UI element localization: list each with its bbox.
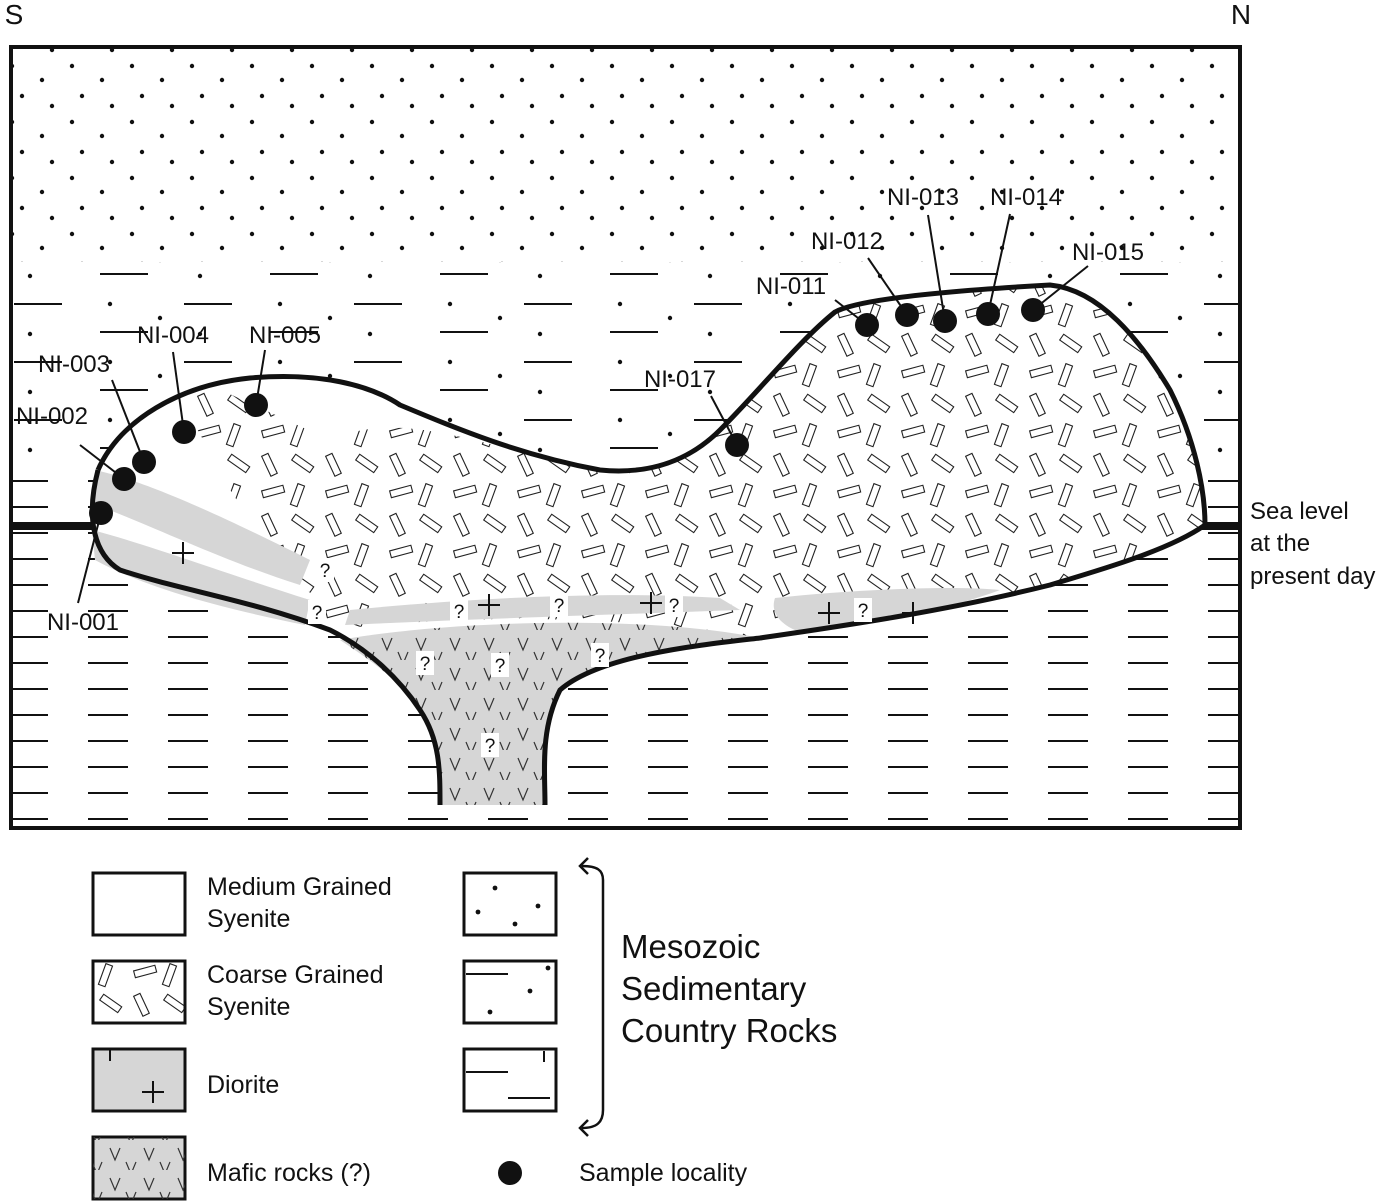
svg-text:Mesozoic: Mesozoic (621, 928, 760, 965)
svg-text:NI-017: NI-017 (644, 366, 716, 393)
question-mark: ? (481, 733, 499, 757)
legend: Medium Grained Syenite Coarse Grained Sy… (91, 857, 837, 1201)
sample-localities: NI-001 NI-002 NI-003 NI-004 NI-005 NI-01… (16, 184, 1144, 636)
question-mark: ? (491, 653, 509, 677)
sample-ni-001: NI-001 (47, 501, 119, 636)
svg-text:?: ? (312, 603, 323, 624)
svg-text:?: ? (495, 656, 506, 677)
svg-text:present day: present day (1250, 563, 1375, 590)
svg-text:Mafic rocks (?): Mafic rocks (?) (207, 1159, 371, 1187)
svg-text:?: ? (595, 646, 606, 667)
question-mark: ? (308, 600, 326, 624)
question-mark: ? (450, 599, 468, 623)
svg-text:Medium Grained: Medium Grained (207, 873, 392, 901)
svg-text:Sample locality: Sample locality (579, 1159, 748, 1187)
legend-medium-syenite: Medium Grained Syenite (91, 871, 392, 937)
legend-sample-locality: Sample locality (498, 1159, 748, 1187)
svg-text:Coarse Grained: Coarse Grained (207, 961, 383, 989)
svg-text:NI-004: NI-004 (137, 322, 209, 349)
sample-ni-013: NI-013 (887, 184, 959, 333)
question-mark: ? (665, 593, 683, 617)
question-mark: ? (316, 558, 334, 582)
sample-ni-004: NI-004 (137, 322, 209, 444)
intrusion-body (89, 282, 1208, 806)
svg-text:?: ? (669, 596, 680, 617)
sample-ni-002: NI-002 (16, 403, 136, 491)
svg-text:at the: at the (1250, 530, 1310, 557)
svg-text:NI-011: NI-011 (756, 273, 826, 300)
sea-level-label: Sea level at the present day (1250, 498, 1375, 590)
svg-text:?: ? (420, 654, 431, 675)
sample-ni-003: NI-003 (38, 351, 156, 474)
question-mark: ? (854, 598, 872, 622)
orientation-north: N (1231, 0, 1251, 30)
uncertainty-marks: ? ? ? ? ? ? ? ? ? ? (308, 558, 872, 757)
svg-text:NI-012: NI-012 (811, 228, 883, 255)
legend-brace (581, 864, 605, 1130)
legend-sediment-dashed (462, 1047, 558, 1113)
sample-ni-017: NI-017 (644, 366, 749, 457)
svg-text:?: ? (485, 736, 496, 757)
legend-coarse-syenite: Coarse Grained Syenite (91, 959, 383, 1025)
svg-text:?: ? (554, 596, 565, 617)
legend-sedimentary-label: Mesozoic Sedimentary Country Rocks (621, 928, 837, 1049)
svg-text:?: ? (858, 601, 869, 622)
question-mark: ? (550, 593, 568, 617)
svg-text:Syenite: Syenite (207, 905, 290, 933)
section-frame (9, 45, 1242, 830)
svg-text:Syenite: Syenite (207, 993, 290, 1021)
svg-text:NI-002: NI-002 (16, 403, 88, 430)
sample-ni-014: NI-014 (976, 184, 1062, 326)
svg-text:Sedimentary: Sedimentary (621, 970, 807, 1007)
svg-text:NI-005: NI-005 (249, 322, 321, 349)
legend-sediment-dotted (462, 871, 558, 937)
sample-ni-012: NI-012 (811, 228, 919, 327)
svg-text:?: ? (454, 602, 465, 623)
legend-mafic: Mafic rocks (?) (91, 1135, 371, 1201)
svg-text:Country Rocks: Country Rocks (621, 1012, 837, 1049)
svg-text:NI-001: NI-001 (47, 609, 119, 636)
legend-diorite: Diorite (91, 1047, 279, 1113)
svg-text:NI-015: NI-015 (1072, 239, 1144, 266)
sample-ni-015: NI-015 (1021, 239, 1144, 322)
question-mark: ? (416, 651, 434, 675)
orientation-south: S (5, 0, 24, 30)
svg-text:NI-003: NI-003 (38, 351, 110, 378)
svg-text:NI-014: NI-014 (990, 184, 1062, 211)
svg-text:?: ? (320, 561, 331, 582)
question-mark: ? (591, 643, 609, 667)
sample-ni-011: NI-011 (756, 273, 879, 337)
legend-sediment-mixed (462, 959, 558, 1025)
svg-text:NI-013: NI-013 (887, 184, 959, 211)
svg-text:Diorite: Diorite (207, 1071, 279, 1099)
sample-ni-005: NI-005 (244, 322, 321, 417)
svg-text:Sea level: Sea level (1250, 498, 1349, 525)
